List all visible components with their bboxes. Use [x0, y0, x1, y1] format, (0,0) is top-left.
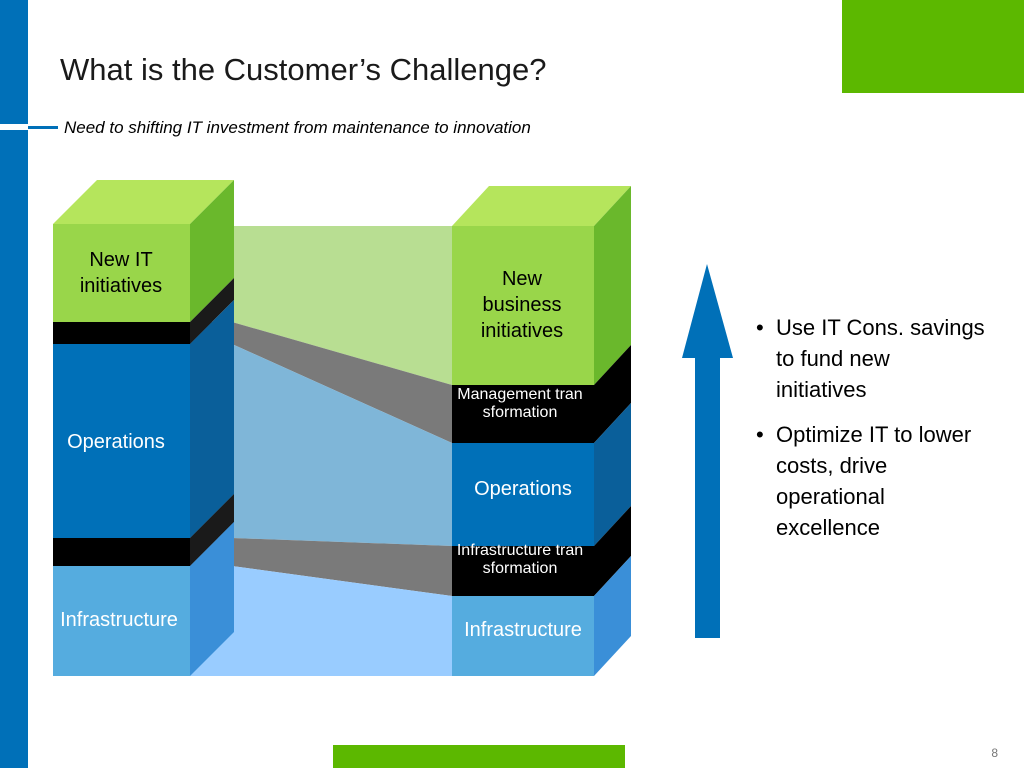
- left-operations-label: Operations: [67, 431, 165, 453]
- left-infrastructure-side: [190, 522, 234, 676]
- management-flow-band: [190, 322, 452, 443]
- right-new-business-front: [452, 226, 594, 385]
- bullet-item: Use IT Cons. savings to fund new initiat…: [756, 312, 986, 405]
- page-number: 8: [991, 746, 998, 760]
- left-black-band-1-side: [190, 278, 234, 344]
- bullet-item: Optimize IT to lower costs, drive operat…: [756, 419, 986, 543]
- right-infra-transformation-front: [452, 546, 594, 596]
- left-black-band-1: [53, 322, 190, 344]
- operations-flow-band: [190, 344, 452, 546]
- left-black-band-2: [53, 538, 190, 566]
- left-new-it-front: [53, 224, 190, 322]
- left-infrastructure-label: Infrastructure: [60, 609, 178, 631]
- right-infra-transformation-label: Infrastructure transformation: [456, 542, 584, 577]
- right-operations-front: [452, 443, 594, 546]
- right-infrastructure-side: [594, 556, 631, 676]
- left-new-it-side: [190, 180, 234, 322]
- right-new-business-side: [594, 186, 631, 385]
- top-right-green-block: [842, 0, 1024, 93]
- left-new-it-label: New IT initiatives: [79, 249, 163, 297]
- title-underline-tick: [28, 126, 58, 129]
- left-infrastructure-front: [53, 566, 190, 676]
- infrastructure-flow-band: [190, 566, 452, 676]
- right-infra-transformation-side: [594, 506, 631, 596]
- left-operations-side: [190, 300, 234, 538]
- left-operations-front: [53, 344, 190, 538]
- bottom-green-bar: [333, 745, 625, 768]
- right-operations-label: Operations: [474, 478, 572, 500]
- right-infrastructure-label: Infrastructure: [464, 619, 582, 641]
- right-new-business-label: New business initiatives: [480, 268, 564, 342]
- right-management-side: [594, 345, 631, 443]
- slide-subtitle: Need to shifting IT investment from main…: [64, 118, 531, 137]
- bullet-list: Use IT Cons. savings to fund new initiat…: [756, 312, 986, 557]
- right-management-front: [452, 385, 594, 443]
- left-accent-notch: [0, 124, 28, 130]
- right-infrastructure-front: [452, 596, 594, 676]
- left-black-band-2-side: [190, 494, 234, 566]
- right-management-transformation-label: Management transformation: [457, 386, 583, 421]
- slide-title: What is the Customer’s Challenge?: [60, 52, 547, 87]
- infra-transformation-flow-band: [190, 538, 452, 596]
- right-stack: [452, 186, 631, 676]
- left-top-face: [53, 180, 234, 224]
- up-arrow-icon: [682, 264, 733, 638]
- new-initiatives-flow-band: [232, 226, 452, 385]
- left-stack: [53, 180, 234, 676]
- right-operations-side: [594, 403, 631, 546]
- right-top-face: [452, 186, 631, 226]
